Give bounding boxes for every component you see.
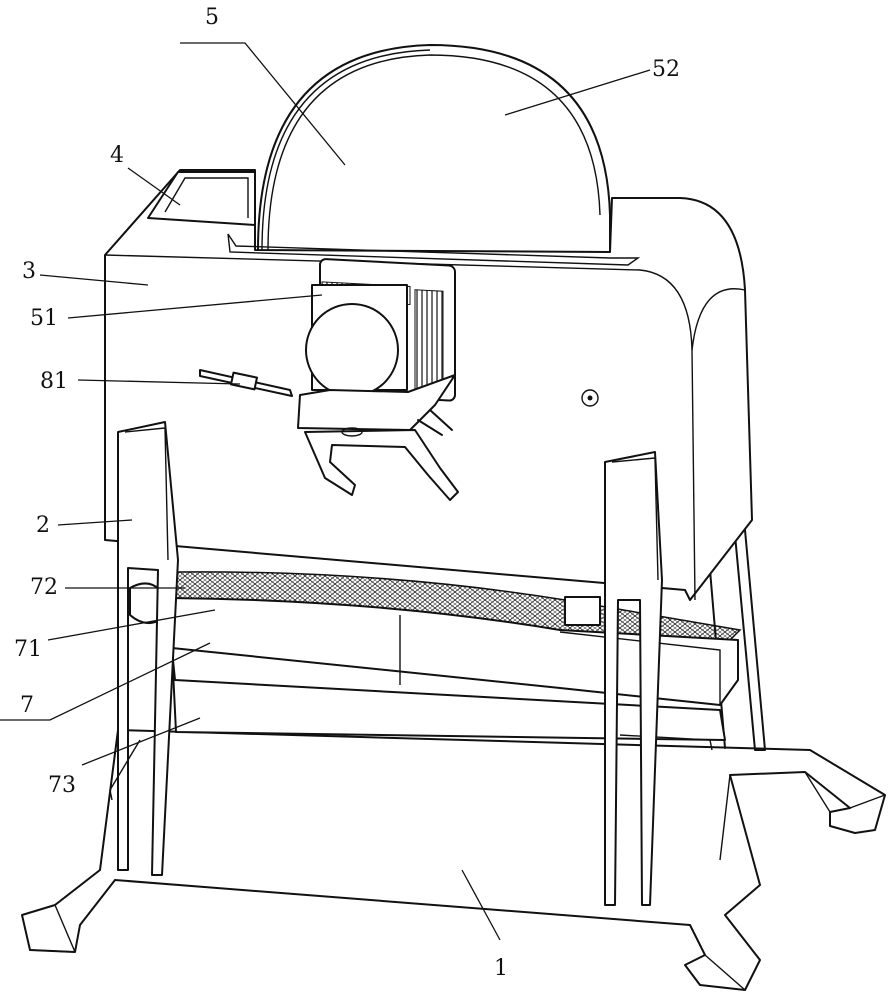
part-labels: 5 52 4 3 51 81 2 72 71 7 73 1	[14, 5, 680, 981]
base-frame	[21, 729, 886, 991]
label-4: 4	[110, 143, 124, 168]
label-51: 51	[30, 306, 58, 331]
leader-lines	[0, 42, 651, 941]
label-5: 5	[205, 5, 219, 30]
right-column	[604, 451, 663, 906]
saw-blade	[257, 44, 611, 266]
label-73: 73	[48, 773, 76, 798]
part-81	[199, 369, 293, 397]
label-71: 71	[14, 637, 42, 662]
label-52: 52	[652, 57, 680, 82]
conveyor	[129, 571, 742, 751]
label-7: 7	[20, 693, 34, 718]
motor	[305, 258, 456, 421]
clamp-assembly	[297, 374, 459, 501]
label-81: 81	[40, 369, 68, 394]
left-column	[109, 421, 179, 876]
label-1: 1	[494, 956, 508, 981]
label-3: 3	[22, 259, 36, 284]
label-72: 72	[30, 575, 58, 600]
label-2: 2	[36, 513, 50, 538]
